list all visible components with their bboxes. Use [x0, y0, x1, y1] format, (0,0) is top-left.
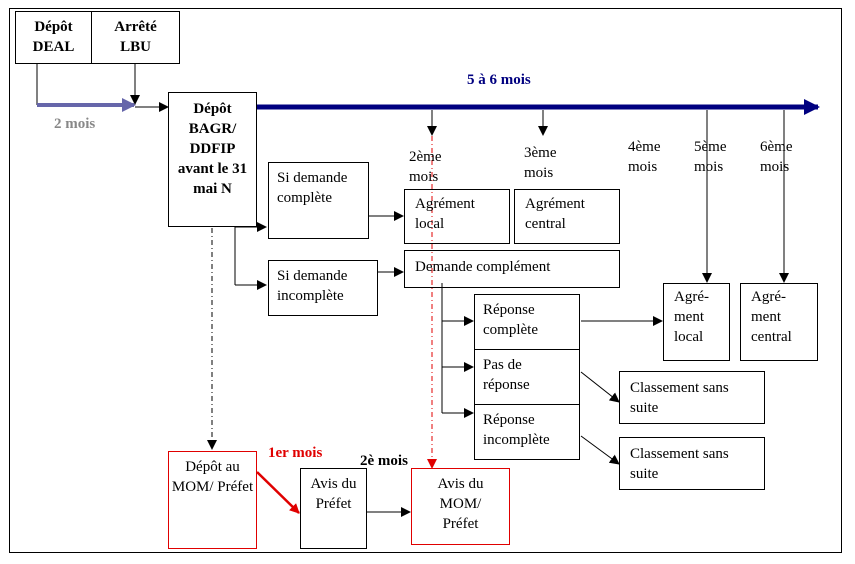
box-si-incomplete: Si demande incomplète [268, 260, 378, 316]
box-agrement-local-1: Agrément local [404, 189, 510, 244]
box-depot-mom: Dépôt au MOM/ Préfet [168, 451, 257, 549]
box-classement-1: Classement sans suite [619, 371, 765, 424]
box-reponse-complete: Réponse complète [474, 294, 580, 350]
box-agrement-central-1: Agrément central [514, 189, 620, 244]
box-depot-bagr: Dépôt BAGR/ DDFIP avant le 31 mai N [168, 92, 257, 227]
box-si-complete: Si demande complète [268, 162, 369, 239]
box-depot-deal: Dépôt DEAL [15, 11, 92, 64]
arrow-to-classement-2 [580, 435, 620, 465]
label-month6: 6ème mois [760, 139, 793, 175]
arrow-to-classement-1 [580, 371, 620, 403]
complement-tree [441, 283, 474, 418]
label-1er-mois: 1er mois [268, 445, 323, 461]
box-classement-2: Classement sans suite [619, 437, 765, 490]
box-agrement-local-2: Agré- ment local [663, 283, 730, 361]
arrow-red-1er-mois [256, 471, 300, 514]
label-month5: 5ème mois [694, 139, 727, 175]
box-agrement-central-2: Agré- ment central [740, 283, 818, 361]
label-month3: 3ème mois [524, 145, 557, 181]
branch-incomplete [234, 227, 267, 290]
label-month2: 2ème mois [409, 149, 442, 185]
box-reponse-incomplete: Réponse incomplète [474, 404, 580, 460]
box-demande-complement: Demande complément [404, 250, 620, 288]
label-2-mois: 2 mois [54, 116, 96, 132]
diagram-frame [9, 8, 842, 553]
arrow-2-mois [36, 64, 136, 112]
box-avis-prefet: Avis du Préfet [300, 468, 367, 549]
box-avis-mom: Avis du MOM/ Préfet [411, 468, 510, 545]
box-arrete-lbu: Arrêté LBU [91, 11, 180, 64]
label-5-6-mois: 5 à 6 mois [467, 72, 531, 88]
label-2e-mois: 2è mois [360, 453, 408, 469]
box-pas-de-reponse: Pas de réponse [474, 349, 580, 405]
label-month4: 4ème mois [628, 139, 661, 175]
